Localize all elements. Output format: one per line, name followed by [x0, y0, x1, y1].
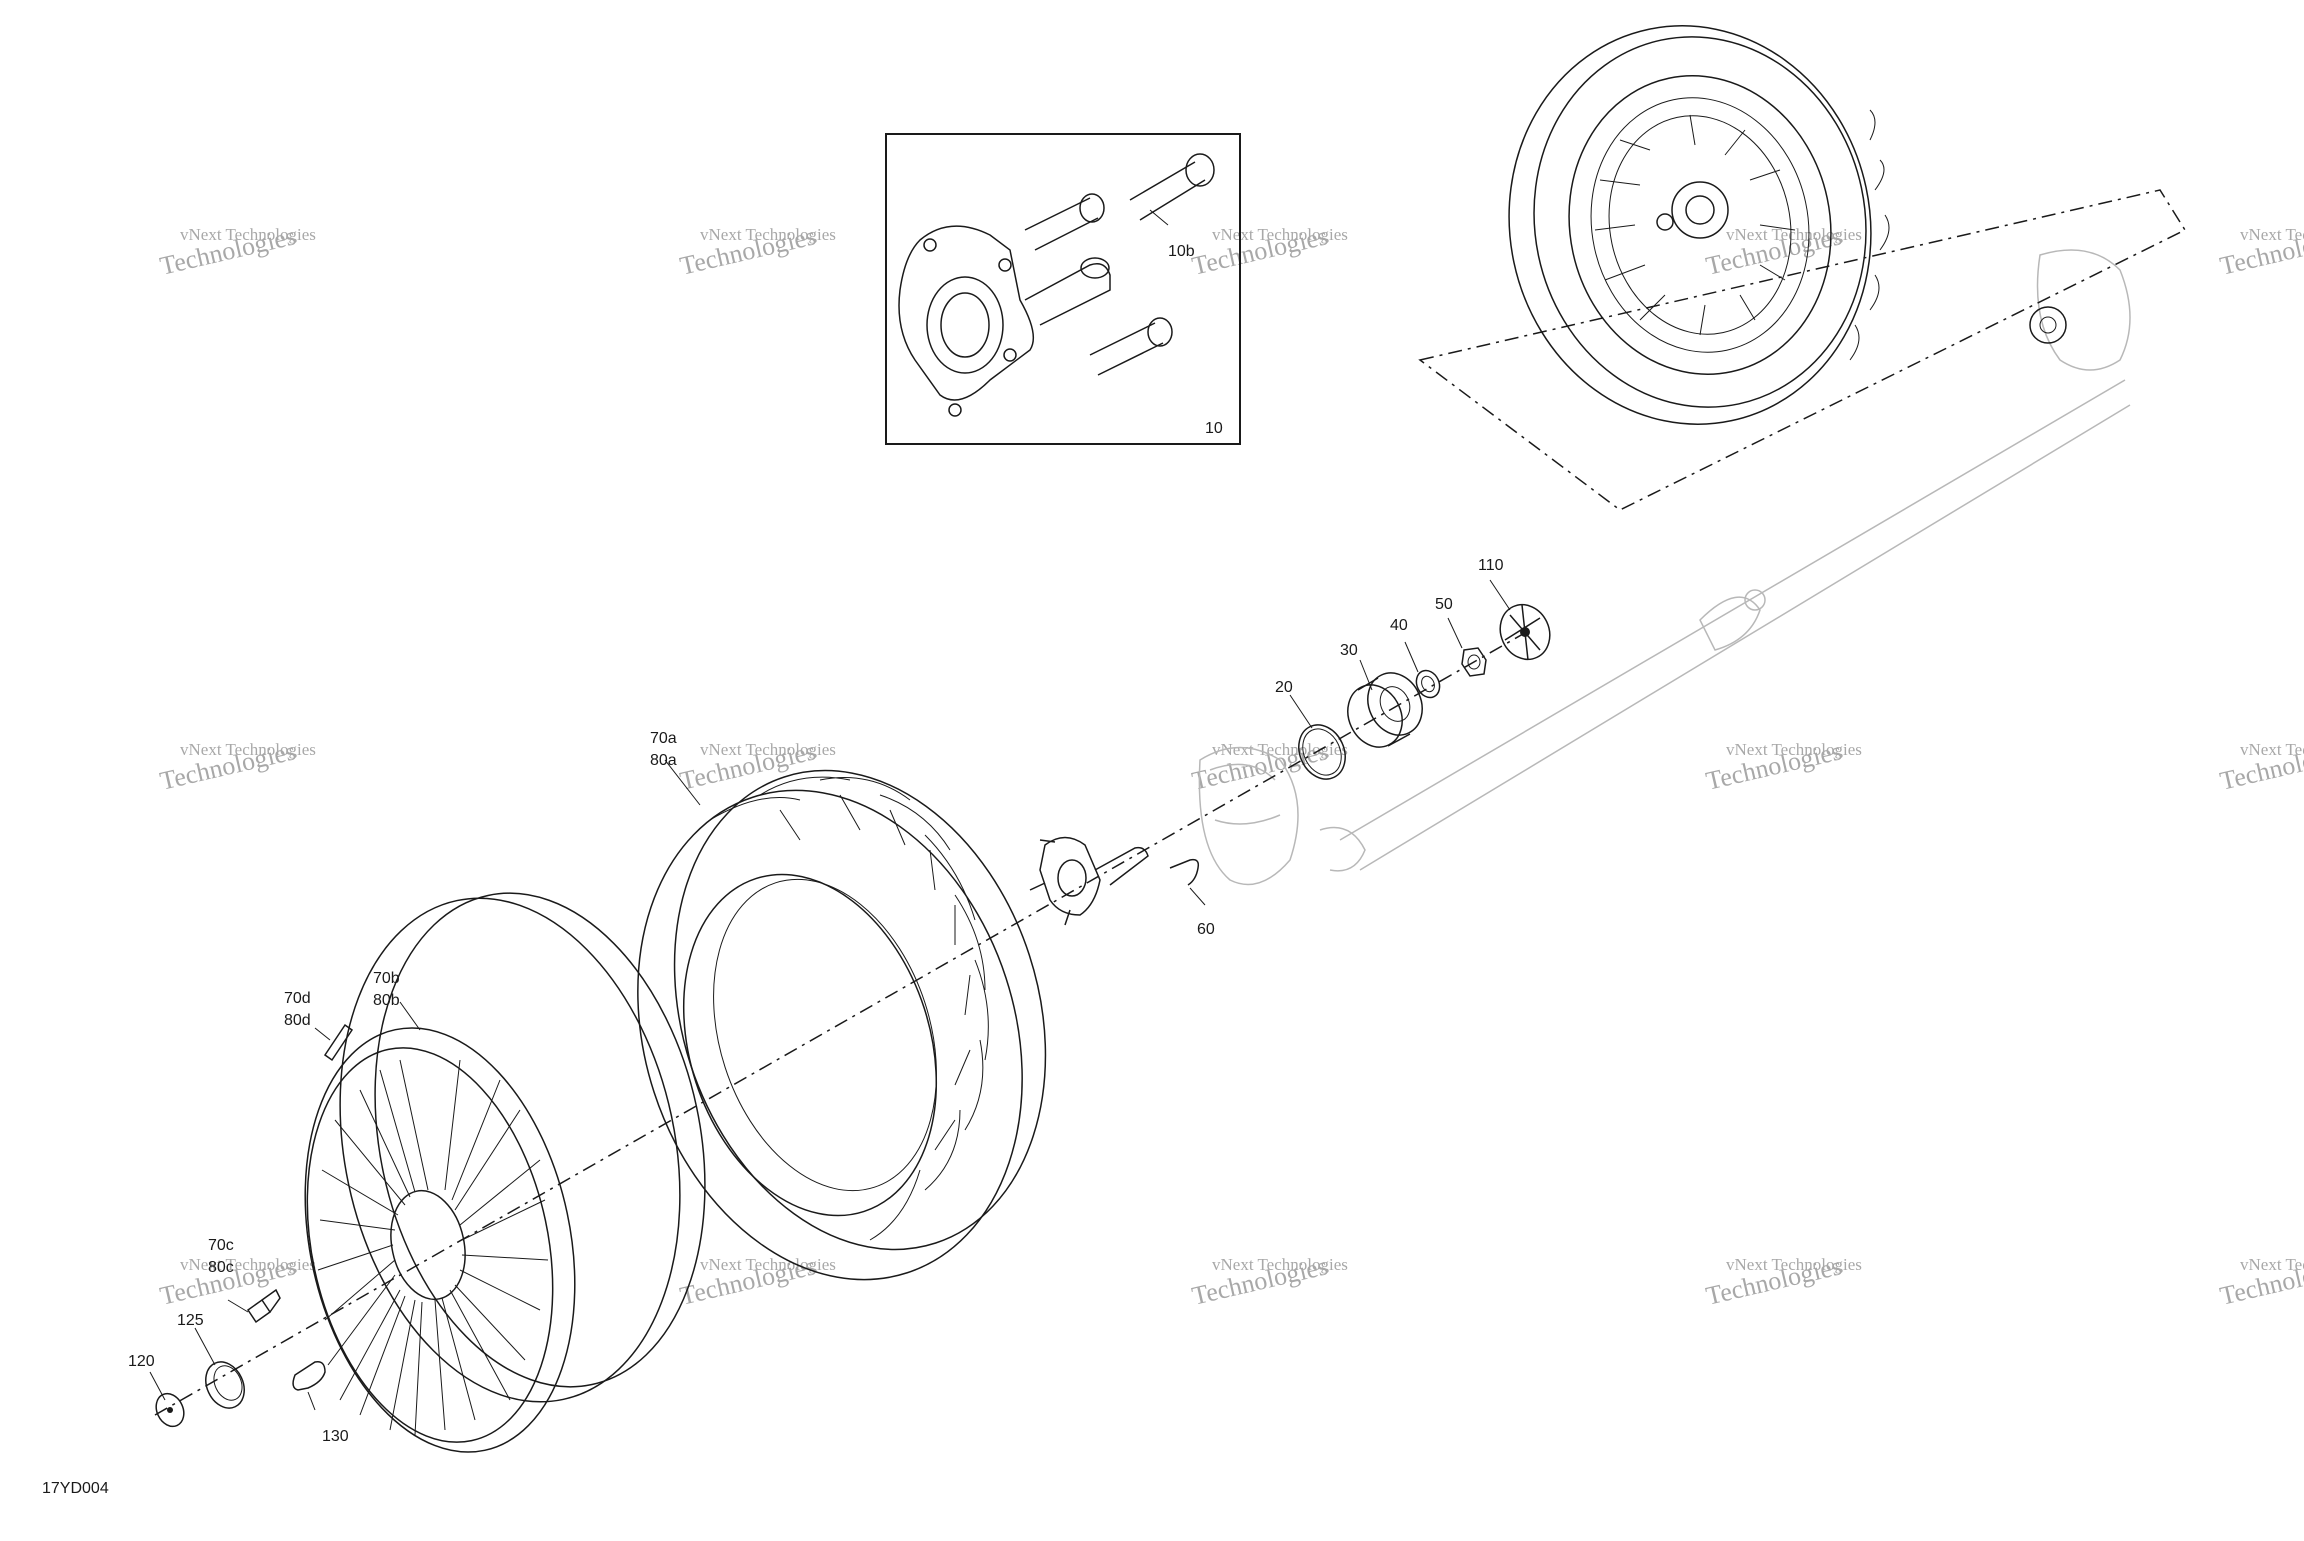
label-60: 60 — [1197, 921, 1215, 938]
label-50: 50 — [1435, 596, 1453, 613]
tire-tread — [709, 776, 989, 1241]
watermark: vNext Technologies Technologies — [677, 736, 836, 795]
watermark: vNext Technologies Technologies — [1703, 736, 1862, 795]
hub-kit-inset — [885, 133, 1241, 445]
circlip-20 — [1298, 724, 1346, 780]
rim — [304, 892, 706, 1453]
watermark: vNext Technologies Technologies — [157, 736, 316, 795]
label-40: 40 — [1390, 617, 1408, 634]
label-125: 125 — [177, 1312, 204, 1329]
watermark: vNext Technologies Technologies — [2217, 1251, 2304, 1310]
wheel-stud-drawings — [1024, 153, 1215, 376]
svg-text:vNext Technologies: vNext Technologies — [700, 740, 836, 759]
svg-text:vNext Technologies: vNext Technologies — [180, 225, 316, 244]
watermark: vNext Technologies Technologies — [1189, 221, 1348, 280]
label-20: 20 — [1275, 679, 1293, 696]
svg-text:vNext Technologies: vNext Technologies — [180, 1255, 316, 1274]
part-labels: 10 10b 20 30 40 50 110 60 70a 80a 70b 80… — [128, 243, 1504, 1445]
valve-70d — [323, 1023, 354, 1062]
svg-text:vNext Technologies: vNext Technologies — [2240, 1255, 2304, 1274]
label-70c: 70c — [208, 1237, 234, 1254]
watermark: vNext Technologies Technologies — [677, 1251, 836, 1310]
svg-text:vNext Technologies: vNext Technologies — [1212, 740, 1348, 759]
svg-text:vNext Technologies: vNext Technologies — [700, 1255, 836, 1274]
svg-text:vNext Technologies: vNext Technologies — [2240, 225, 2304, 244]
nut-130 — [292, 1360, 326, 1391]
watermark: vNext Technologies Technologies — [157, 221, 316, 280]
watermark: vNext Technologies Technologies — [1703, 1251, 1862, 1310]
drawing-code: 17YD004 — [42, 1480, 109, 1497]
assembled-wheel-view — [1418, 25, 2187, 511]
watermarks: vNext Technologies Technologies vNext Te… — [157, 221, 2304, 1310]
label-80c: 80c — [208, 1259, 234, 1276]
bearing-30 — [1347, 672, 1423, 748]
label-110: 110 — [1478, 557, 1504, 574]
label-30: 30 — [1340, 642, 1358, 659]
watermark: vNext Technologies Technologies — [677, 221, 836, 280]
label-70d: 70d — [284, 990, 311, 1007]
svg-text:vNext Technologies: vNext Technologies — [1212, 1255, 1348, 1274]
watermark: vNext Technologies Technologies — [1189, 1251, 1348, 1310]
label-130: 130 — [322, 1428, 349, 1445]
cap-120 — [155, 1392, 185, 1428]
rim-spokes — [317, 1059, 549, 1436]
suspension-arm-ghost — [1198, 249, 2131, 886]
nut-50 — [1461, 647, 1487, 677]
leader-line — [1149, 209, 1169, 226]
bearing-stack — [1298, 603, 1551, 780]
leader-lines — [149, 579, 1511, 1411]
cotter-pin-60 — [1169, 858, 1200, 886]
watermark: vNext Technologies Technologies — [2217, 221, 2304, 280]
watermark: vNext Technologies Technologies — [1703, 221, 1862, 280]
washer-40 — [1415, 669, 1441, 699]
centerline-axis — [154, 629, 1531, 1416]
ring-125 — [205, 1361, 245, 1409]
label-70a: 70a — [650, 730, 677, 747]
watermark: vNext Technologies Technologies — [1189, 736, 1348, 795]
svg-text:vNext Technologies: vNext Technologies — [1212, 225, 1348, 244]
svg-text:vNext Technologies: vNext Technologies — [1726, 225, 1862, 244]
label-80b: 80b — [373, 992, 400, 1009]
label-80d: 80d — [284, 1012, 311, 1029]
inset-frame — [885, 133, 1241, 445]
watermark: vNext Technologies Technologies — [157, 1251, 316, 1310]
label-10: 10 — [1205, 420, 1223, 437]
label-120: 120 — [128, 1353, 155, 1370]
label-10b: 10b — [1168, 243, 1195, 260]
svg-text:vNext Technologies: vNext Technologies — [1726, 1255, 1862, 1274]
svg-text:vNext Technologies: vNext Technologies — [1726, 740, 1862, 759]
svg-text:vNext Technologies: vNext Technologies — [2240, 740, 2304, 759]
svg-text:vNext Technologies: vNext Technologies — [700, 225, 836, 244]
hub-assembly — [1029, 836, 1200, 926]
watermark: vNext Technologies Technologies — [2217, 736, 2304, 795]
label-80a: 80a — [650, 752, 677, 769]
svg-text:vNext Technologies: vNext Technologies — [180, 740, 316, 759]
tire — [637, 769, 1047, 1281]
label-70b: 70b — [373, 970, 400, 987]
cap-110 — [1499, 603, 1551, 661]
hub-flange-drawing — [898, 225, 1111, 417]
small-parts-lower — [155, 1288, 326, 1428]
valve-stem-70c — [246, 1288, 281, 1324]
